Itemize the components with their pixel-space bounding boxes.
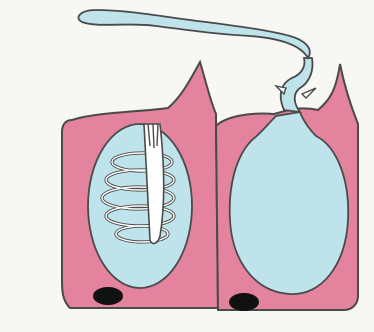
left-nucleus <box>93 287 123 305</box>
right-nucleus <box>229 293 259 311</box>
